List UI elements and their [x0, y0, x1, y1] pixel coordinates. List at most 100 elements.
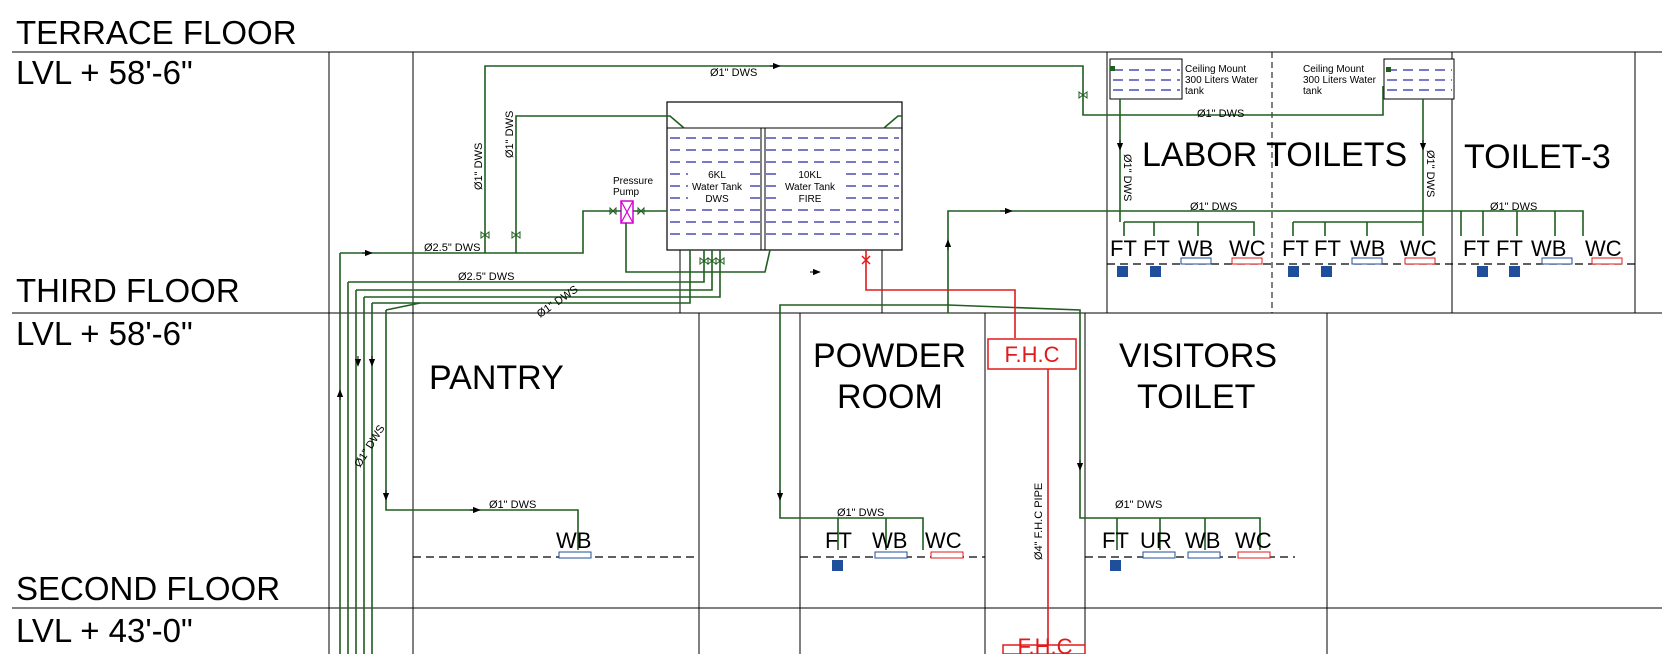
pipe-label-riser-a: Ø1" DWS	[473, 143, 485, 190]
wash-basin-symbol	[874, 551, 908, 559]
fixture-label: FT	[1282, 236, 1309, 261]
fixtures-labor-toilets: FT FT WB WC FT FT WB WC	[1110, 236, 1437, 277]
floor-trap-marker	[1288, 266, 1299, 277]
wash-basin-symbol	[1180, 257, 1212, 265]
fixture-label: FT	[825, 528, 852, 553]
water-closet-symbol	[1404, 257, 1436, 265]
floor-trap-marker	[1150, 266, 1161, 277]
fire-tank-type: Water Tank	[785, 182, 836, 193]
pipe-label-labor-branch: Ø1" DWS	[1190, 201, 1237, 213]
fixture-label: WB	[1185, 528, 1220, 553]
pipe-label-ceiling-line: Ø1" DWS	[1197, 108, 1244, 120]
floor-trap-marker	[1477, 266, 1488, 277]
pipe-label-diag-left: Ø1" DWS	[352, 423, 387, 469]
fixture-label: FT	[1102, 528, 1129, 553]
ceiling-tank-left-line3: tank	[1185, 86, 1205, 97]
flow-arrows	[336, 62, 1427, 514]
pump-label-line1: Pressure	[613, 176, 653, 187]
fixture-label: WB	[1178, 236, 1213, 261]
third-level-value: LVL + 58'-6"	[16, 315, 193, 352]
pump-label-line2: Pump	[613, 187, 640, 198]
third-floor-label: THIRD FLOOR	[16, 272, 240, 309]
ceiling-tank-right-line3: tank	[1303, 86, 1323, 97]
pipe-label-main-25b: Ø2.5" DWS	[458, 271, 514, 283]
fixture-label: FT	[1110, 236, 1137, 261]
second-level-value: LVL + 43'-0"	[16, 612, 193, 649]
ceiling-tank-left-line1: Ceiling Mount	[1185, 64, 1246, 75]
floor-trap-marker	[1110, 560, 1121, 571]
pipe-label-powder-branch: Ø1" DWS	[837, 507, 884, 519]
fixture-label: UR	[1140, 528, 1172, 553]
pipe-label-main-25a: Ø2.5" DWS	[424, 242, 480, 254]
ceiling-tank-right: Ceiling Mount 300 Liters Water tank	[1303, 58, 1455, 100]
room-labor-toilets: LABOR TOILETS	[1142, 136, 1407, 174]
water-closet-symbol	[1237, 551, 1271, 559]
pressure-pump: Pressure Pump	[613, 176, 653, 224]
ceiling-tank-left-line2: 300 Liters Water	[1185, 75, 1259, 86]
floor-trap-marker	[1321, 266, 1332, 277]
fhc-upper-label: F.H.C	[1005, 342, 1060, 367]
urinal-symbol	[1142, 551, 1176, 559]
fixture-label: FT	[1143, 236, 1170, 261]
ceiling-tank-right-line1: Ceiling Mount	[1303, 64, 1364, 75]
fixtures-powder-room: FT WB WC	[825, 528, 964, 571]
floor-trap-marker	[832, 560, 843, 571]
wash-basin-symbol	[1351, 257, 1383, 265]
fhc-cabinet-upper	[987, 338, 1077, 370]
fixture-label: WB	[1350, 236, 1385, 261]
room-visitors-line1: VISITORS	[1119, 337, 1277, 375]
ceiling-tank-left: Ceiling Mount 300 Liters Water tank	[1109, 58, 1259, 100]
room-powder-line2: ROOM	[837, 378, 943, 416]
ceiling-tank-right-line2: 300 Liters Water	[1303, 75, 1377, 86]
water-closet-symbol	[930, 551, 964, 559]
fixture-label: WB	[556, 528, 591, 553]
water-closet-symbol	[1231, 257, 1263, 265]
fixture-label: WC	[1585, 236, 1622, 261]
terrace-level-value: LVL + 58'-6"	[16, 54, 193, 91]
dws-tank-type: Water Tank	[692, 182, 743, 193]
pipe-label-riser-b: Ø1" DWS	[504, 111, 516, 158]
wash-basin-symbol	[558, 551, 592, 559]
pipe-label-fhc: Ø4" F.H.C PIPE	[1033, 483, 1045, 560]
fixtures-visitors-toilet: FT UR WB WC	[1102, 528, 1272, 571]
fixture-label: WB	[1531, 236, 1566, 261]
fire-tank-capacity: 10KL	[798, 170, 822, 181]
pipe-label-visitors-branch: Ø1" DWS	[1115, 499, 1162, 511]
water-closet-symbol	[1591, 257, 1623, 265]
second-floor-label: SECOND FLOOR	[16, 570, 280, 607]
fire-piping: F.H.C F.H.C	[861, 250, 1086, 654]
fixture-label: FT	[1314, 236, 1341, 261]
wash-basin-symbol	[1541, 257, 1573, 265]
pipe-label-top: Ø1" DWS	[710, 67, 757, 79]
fixtures-pantry: WB	[556, 528, 592, 559]
dws-tank-capacity: 6KL	[708, 170, 726, 181]
terrace-floor-label: TERRACE FLOOR	[16, 14, 297, 51]
fixture-label: WB	[872, 528, 907, 553]
pipe-label-labor-vert-right: Ø1" DWS	[1424, 150, 1436, 197]
fixture-label: WC	[1400, 236, 1437, 261]
fixture-label: FT	[1496, 236, 1523, 261]
fhc-cabinet-lower	[1002, 644, 1086, 654]
building-outline	[12, 51, 1662, 654]
fixture-label: WC	[1235, 528, 1272, 553]
main-water-tank: 6KL Water Tank DWS 10KL Water Tank FIRE	[666, 101, 903, 251]
room-powder-line1: POWDER	[813, 337, 966, 375]
room-pantry: PANTRY	[429, 359, 564, 397]
pipe-label-pantry-branch: Ø1" DWS	[489, 499, 536, 511]
room-visitors-line2: TOILET	[1137, 378, 1255, 416]
fixture-label: FT	[1463, 236, 1490, 261]
wash-basin-symbol	[1187, 551, 1221, 559]
room-toilet-3: TOILET-3	[1464, 138, 1611, 176]
pipe-label-diag-top: Ø1" DWS	[535, 283, 581, 320]
gate-valves	[480, 91, 1088, 265]
fixture-label: WC	[925, 528, 962, 553]
pipe-label-toilet3-branch: Ø1" DWS	[1490, 201, 1537, 213]
fhc-lower-label: F.H.C	[1018, 634, 1073, 654]
floor-trap-marker	[1509, 266, 1520, 277]
fire-tank-use: FIRE	[799, 194, 822, 205]
dws-tank-use: DWS	[705, 194, 729, 205]
fixtures-toilet-3: FT FT WB WC	[1463, 236, 1623, 277]
floor-trap-marker	[1117, 266, 1128, 277]
pipe-label-labor-vert-left: Ø1" DWS	[1121, 154, 1133, 201]
